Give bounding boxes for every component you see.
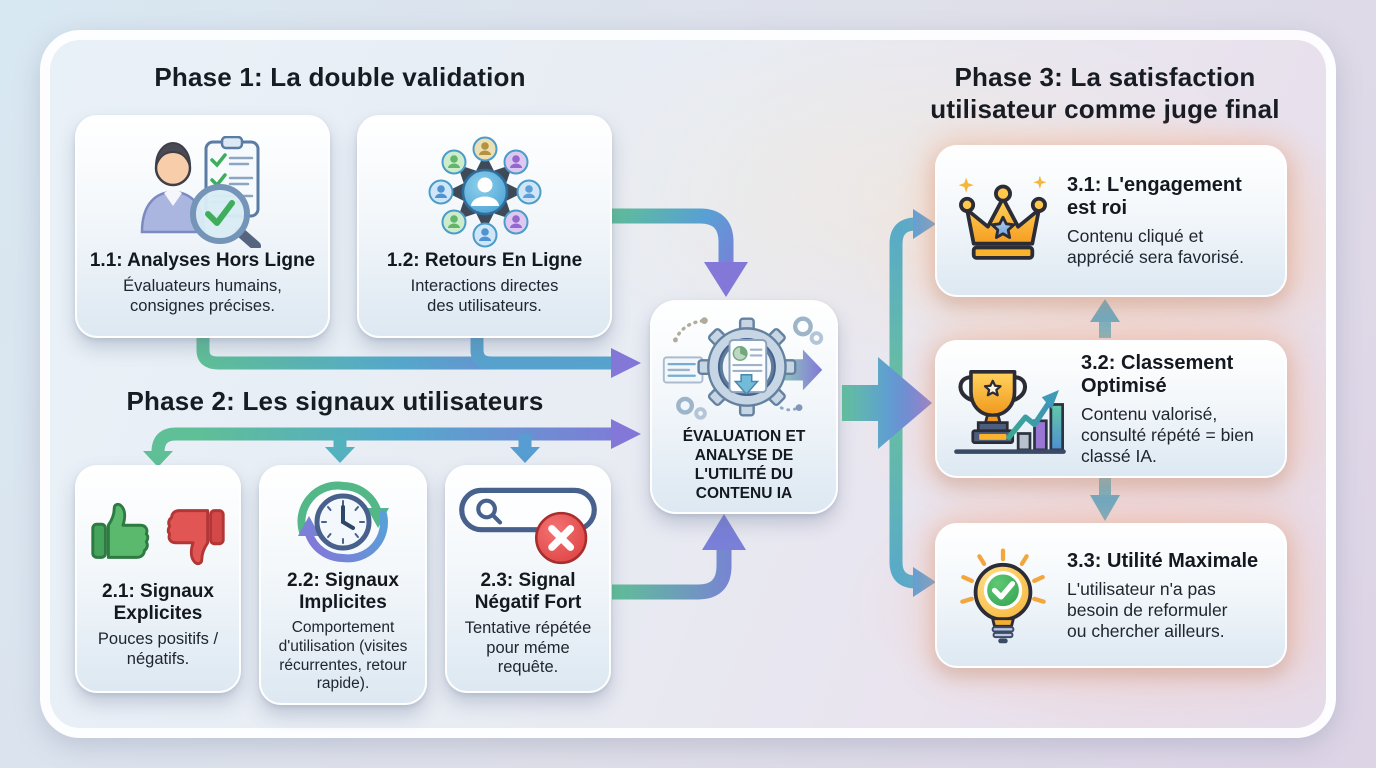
gear-document-analysis-icon — [661, 311, 827, 425]
crown-icon — [951, 169, 1055, 273]
card-2-2-signaux-implicites: 2.2: Signaux Implicites Comportement d'u… — [259, 465, 427, 705]
card-title: 2.1: Signaux Explicites — [102, 580, 214, 624]
clock-cycle-icon — [273, 476, 413, 568]
card-body: Contenu valorisé, consulté répété = bien… — [1081, 403, 1254, 466]
arrow-3-2-to-3-1 — [1090, 299, 1120, 338]
card-1-2-retours-en-ligne: 1.2: Retours En Ligne Interactions direc… — [357, 115, 612, 338]
phase3-title: Phase 3: La satisfaction utilisateur com… — [930, 62, 1280, 124]
card-body: Pouces positifs / négatifs. — [97, 629, 219, 668]
arrow-phase2-rail — [143, 419, 641, 467]
user-network-icon — [410, 136, 560, 248]
card-title: 2.3: Signal Négatif Fort — [474, 569, 582, 613]
card-body: L'utilisateur n'a pas besoin de reformul… — [1067, 578, 1228, 641]
card-title: 3.3: Utilité Maximale — [1067, 549, 1259, 572]
card-body: Comportement d'utilisation (visites récu… — [278, 619, 408, 693]
arrow-signal-to-hub — [612, 514, 746, 600]
card-3-2-classement-optimise: 3.2: Classement Optimisé Contenu valoris… — [935, 340, 1287, 478]
phase2-title: Phase 2: Les signaux utilisateurs — [126, 386, 544, 416]
search-error-icon — [455, 480, 601, 568]
trophy-growth-icon — [951, 361, 1069, 457]
phase1-title: Phase 1: La double validation — [154, 62, 526, 92]
card-body: Tentative répétée pour méme requête. — [464, 618, 592, 677]
card-3-3-utilite-maximale: 3.3: Utilité Maximale L'utilisateur n'a … — [935, 523, 1287, 668]
arrow-3-2-to-3-3 — [1090, 478, 1120, 521]
card-title: 3.2: Classement Optimisé — [1081, 351, 1234, 397]
thumbs-up-down-icon — [85, 489, 231, 579]
card-2-1-signaux-explicites: 2.1: Signaux Explicites Pouces positifs … — [75, 465, 241, 693]
arrow-retours-to-hub — [612, 208, 748, 297]
card-title: 1.2: Retours En Ligne — [386, 250, 583, 272]
arrow-phase1-to-hub — [196, 336, 641, 378]
card-title: 1.1: Analyses Hors Ligne — [89, 250, 316, 272]
card-1-1-analyses-hors-ligne: 1.1: Analyses Hors Ligne Évaluateurs hum… — [75, 115, 330, 338]
reviewer-magnifier-icon — [128, 135, 278, 252]
card-body: Évaluateurs humains, consignes précises. — [123, 277, 282, 316]
card-2-3-signal-negatif-fort: 2.3: Signal Négatif Fort Tentative répét… — [445, 465, 611, 693]
lightbulb-check-icon — [951, 544, 1055, 648]
arrow-hub-to-phase3 — [842, 357, 932, 449]
card-body: Interactions directes des utilisateurs. — [410, 277, 559, 316]
card-title: 2.2: Signaux Implicites — [287, 570, 399, 614]
hub-evaluation-card: ÉVALUATION ET ANALYSE DE L'UTILITÉ DU CO… — [650, 300, 838, 514]
card-3-1-engagement-est-roi: 3.1: L'engagement est roi Contenu cliqué… — [935, 145, 1287, 297]
card-body: Contenu cliqué et apprécié sera favorisé… — [1067, 226, 1245, 267]
card-title: 3.1: L'engagement est roi — [1067, 174, 1242, 219]
hub-label: ÉVALUATION ET ANALYSE DE L'UTILITÉ DU CO… — [682, 427, 806, 503]
